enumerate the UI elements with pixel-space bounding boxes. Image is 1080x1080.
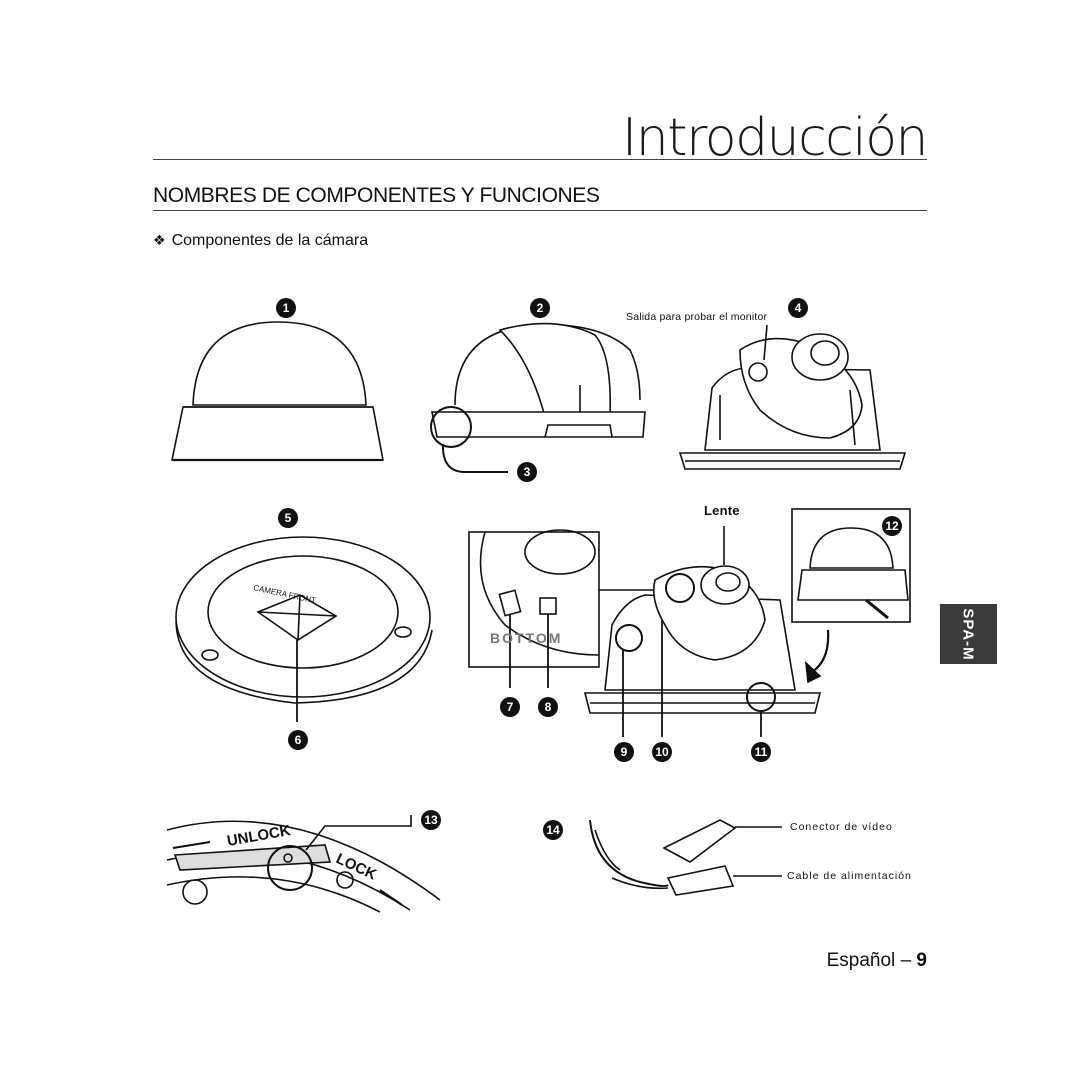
callout-number-2: 2 [530,298,550,318]
power-cable-callout: Cable de alimentación [787,870,912,882]
dome-cover-illustration [171,321,384,462]
callout-number-14: 14 [543,820,563,840]
camera-body-illustration [583,526,830,737]
callout-number-1: 1 [276,298,296,318]
callout-number-10: 10 [652,742,672,762]
language-side-tab: SPA-M [940,604,997,664]
mounting-base-illustration [175,536,433,722]
callout-number-11: 11 [751,742,771,762]
sub-heading-text: Componentes de la cámara [171,232,369,249]
page-number: 9 [916,950,927,971]
page-footer: Español – 9 [827,950,927,972]
section-heading: NOMBRES DE COMPONENTES Y FUNCIONES [153,184,600,207]
callout-number-9: 9 [614,742,634,762]
callout-number-7: 7 [500,697,520,717]
unlock-label: UNLOCK [226,822,292,850]
diamond-bullet-icon: ❖ [153,232,166,248]
callout-number-6: 6 [288,730,308,750]
lock-label: LOCK [333,850,379,883]
sub-heading: ❖ Componentes de la cámara [153,232,368,250]
footer-separator: – [900,950,912,971]
callout-number-12: 12 [882,516,902,536]
video-connector-callout: Conector de vídeo [790,821,893,833]
section-rule [153,210,927,211]
cable-illustration [589,819,782,896]
camera-module-illustration [678,324,907,470]
callout-number-8: 8 [538,697,558,717]
chapter-title: Introducción [621,108,929,168]
callout-number-13: 13 [421,810,441,830]
monitor-out-callout: Salida para probar el monitor [626,311,768,323]
lock-ring-illustration [166,815,441,913]
lens-callout: Lente [704,503,740,518]
footer-language: Español [826,950,896,971]
inner-liner-illustration [430,322,646,473]
callout-number-3: 3 [517,462,537,482]
callout-number-5: 5 [278,508,298,528]
header-rule [153,159,927,160]
connector-detail-illustration [468,529,673,688]
callout-number-4: 4 [788,298,808,318]
bottom-label: BOTTOM [490,630,562,646]
